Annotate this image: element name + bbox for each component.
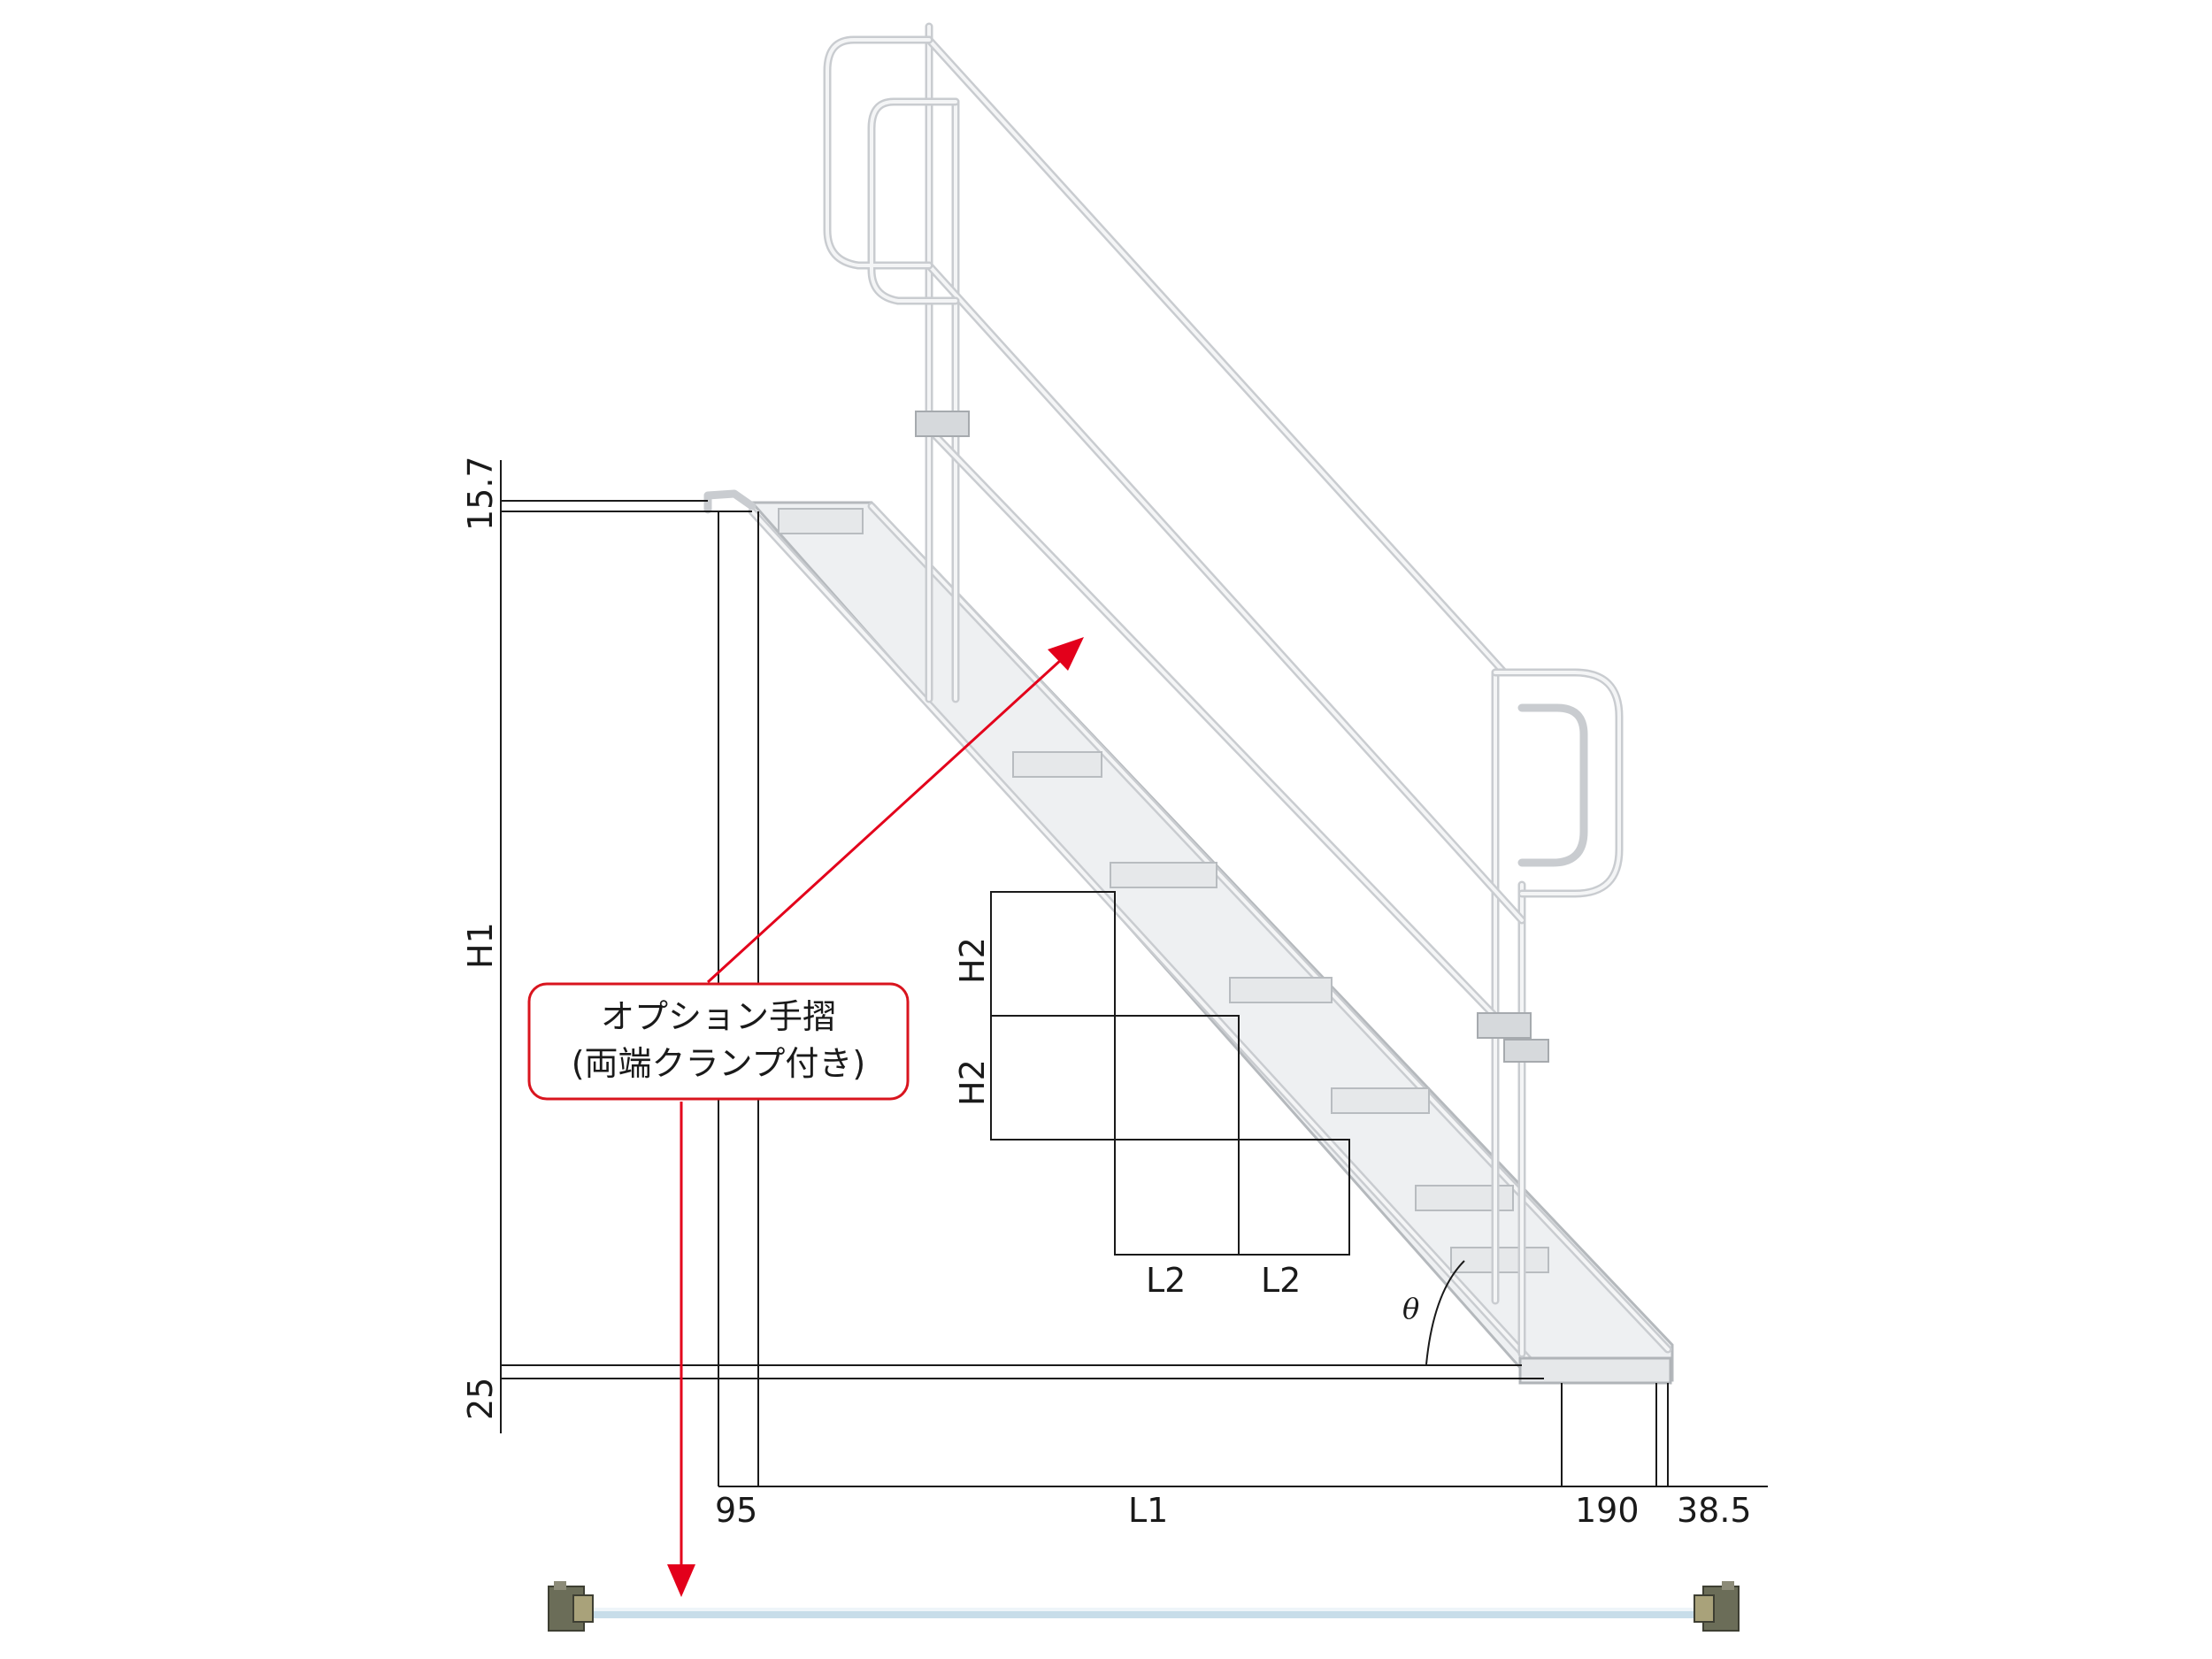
angle-theta: θ: [1402, 1292, 1419, 1325]
stair-illustration: [703, 22, 1674, 1385]
dim-bottom-offset: 25: [461, 1378, 500, 1420]
tread: [1229, 977, 1333, 1003]
tread: [1110, 862, 1217, 888]
dim-l2-left: L2: [1146, 1261, 1186, 1300]
dim-top-offset: 15.7: [461, 456, 500, 531]
callout-line-2: (両端クランプ付き): [572, 1044, 866, 1083]
tread: [1331, 1087, 1430, 1114]
tread: [1012, 751, 1102, 778]
dim-h2-lower: H2: [953, 1059, 992, 1106]
clamp: [1503, 1039, 1549, 1063]
callout-line-1: オプション手摺: [601, 997, 836, 1036]
bottom-landing: [1518, 1356, 1672, 1385]
clamp-left: [548, 1581, 594, 1632]
bottom-loop: [1517, 703, 1588, 867]
option-handrail-product: [548, 1581, 1740, 1632]
dim-end-offset: 38.5: [1677, 1491, 1752, 1530]
dim-left-offset: 95: [715, 1491, 757, 1530]
handrail: [823, 22, 1624, 1358]
callout-box: [527, 982, 910, 1101]
clamp: [915, 411, 970, 437]
top-loop: [867, 97, 960, 305]
tread: [1450, 1247, 1549, 1273]
tread: [778, 508, 864, 534]
option-handrail-callout: オプション手摺 (両端クランプ付き): [527, 637, 1084, 1597]
callout-arrow-line: [706, 657, 1064, 984]
clamp-right: [1694, 1581, 1740, 1632]
top-loop: [823, 35, 933, 270]
top-hook: [703, 489, 757, 514]
callout-down-arrow-head: [667, 1564, 695, 1597]
callout-arrow-head: [1048, 637, 1084, 671]
dim-h2-upper: H2: [953, 937, 992, 984]
dim-l2-right: L2: [1261, 1261, 1301, 1300]
dim-landing-depth: 190: [1575, 1491, 1640, 1530]
dim-l1: L1: [1128, 1491, 1168, 1530]
dim-h1: H1: [461, 922, 500, 969]
clamp: [1477, 1012, 1532, 1039]
